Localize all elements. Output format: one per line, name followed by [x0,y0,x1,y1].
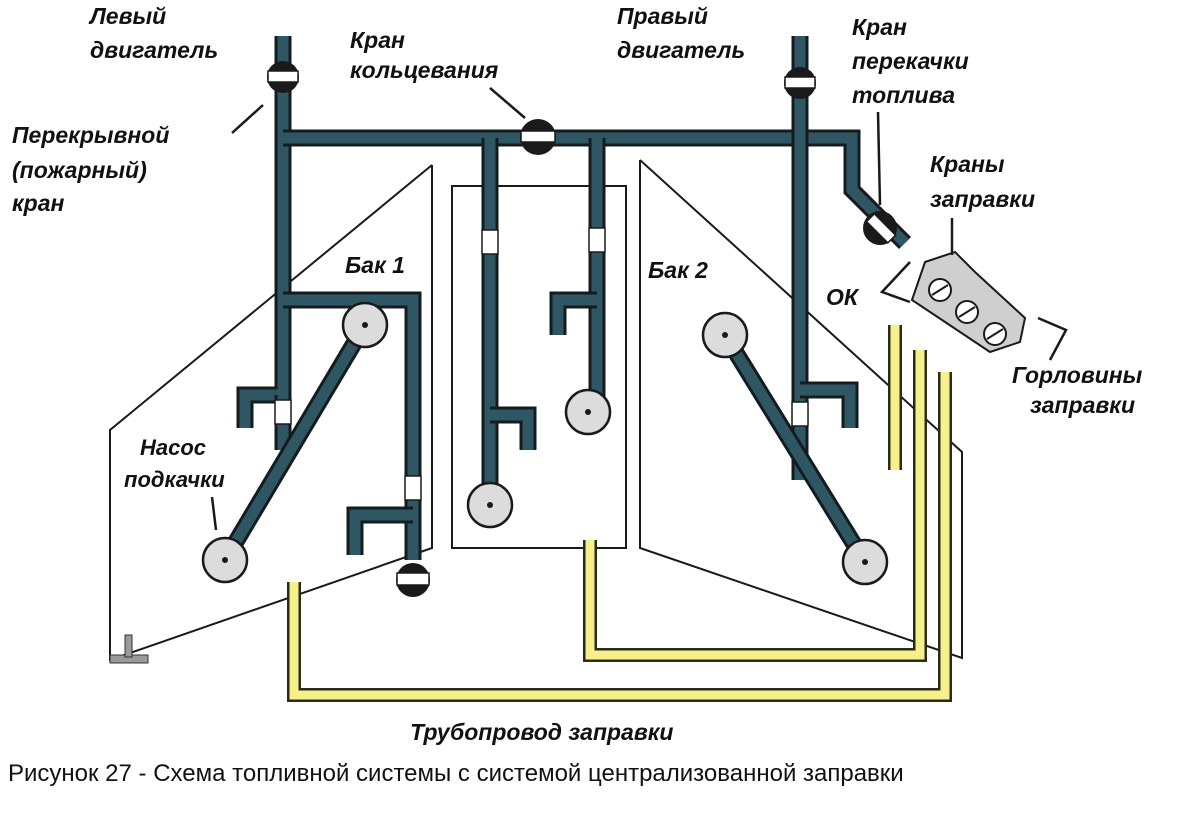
pump-tank2-top [701,311,749,359]
center-tank-outline [451,185,627,549]
label-transfer-valve: Кран перекачки топлива [852,14,969,108]
svg-text:Насос: Насос [140,435,206,460]
svg-text:кран: кран [12,190,64,216]
label-refuel-pipeline: Трубопровод заправки [410,719,673,745]
svg-text:двигатель: двигатель [90,37,218,63]
tank1-drain-valve [396,563,430,597]
svg-text:Кран: Кран [350,27,405,53]
label-right-engine: Правый двигатель [617,3,745,63]
pump-tank1-top [341,301,389,349]
label-crossfeed-valve: Кран кольцевания [350,27,499,83]
label-left-engine: Левый двигатель [88,3,218,63]
svg-text:Краны: Краны [930,151,1005,177]
pump-tank2-bottom [841,538,889,586]
svg-text:заправки: заправки [1030,392,1135,418]
svg-text:кольцевания: кольцевания [350,57,499,83]
svg-text:двигатель: двигатель [617,37,745,63]
tank-1-outline [109,164,433,662]
left-shutoff-valve [267,61,299,93]
label-refuel-necks: Горловины заправки [1012,362,1143,418]
fuel-pipes [217,36,912,567]
drain-fitting [109,634,149,664]
check-valves [274,227,809,501]
svg-text:(пожарный): (пожарный) [12,157,147,183]
svg-text:заправки: заправки [930,186,1035,212]
pump-center-left [466,481,514,529]
svg-text:топлива: топлива [852,82,955,108]
leader-lines [210,87,1068,531]
refuel-pipes [287,325,952,702]
svg-text:Горловины: Горловины [1012,362,1143,388]
pump-tank1-bottom [201,536,249,584]
tank-2-outline [639,159,963,660]
figure-caption: Рисунок 27 - Схема топливной системы с с… [8,760,904,787]
svg-text:перекачки: перекачки [852,48,969,74]
boost-pumps [201,301,889,586]
right-shutoff-valve [784,67,816,99]
label-boost-pump: Насос подкачки [124,435,225,492]
svg-text:подкачки: подкачки [124,467,225,492]
pump-center-right [564,388,612,436]
svg-text:Перекрывной: Перекрывной [12,122,169,148]
transfer-valve [863,211,897,245]
svg-text:Кран: Кран [852,14,907,40]
label-tank-2: Бак 2 [648,257,708,283]
svg-text:Левый: Левый [88,3,166,29]
label-shutoff-valve: Перекрывной (пожарный) кран [12,122,169,216]
crossfeed-valve [520,119,556,155]
label-refuel-valves: Краны заправки [930,151,1035,212]
label-tank-1: Бак 1 [345,252,405,278]
svg-text:Правый: Правый [617,3,708,29]
refuel-manifold [910,250,1027,354]
label-check-valve: ОК [826,284,860,310]
